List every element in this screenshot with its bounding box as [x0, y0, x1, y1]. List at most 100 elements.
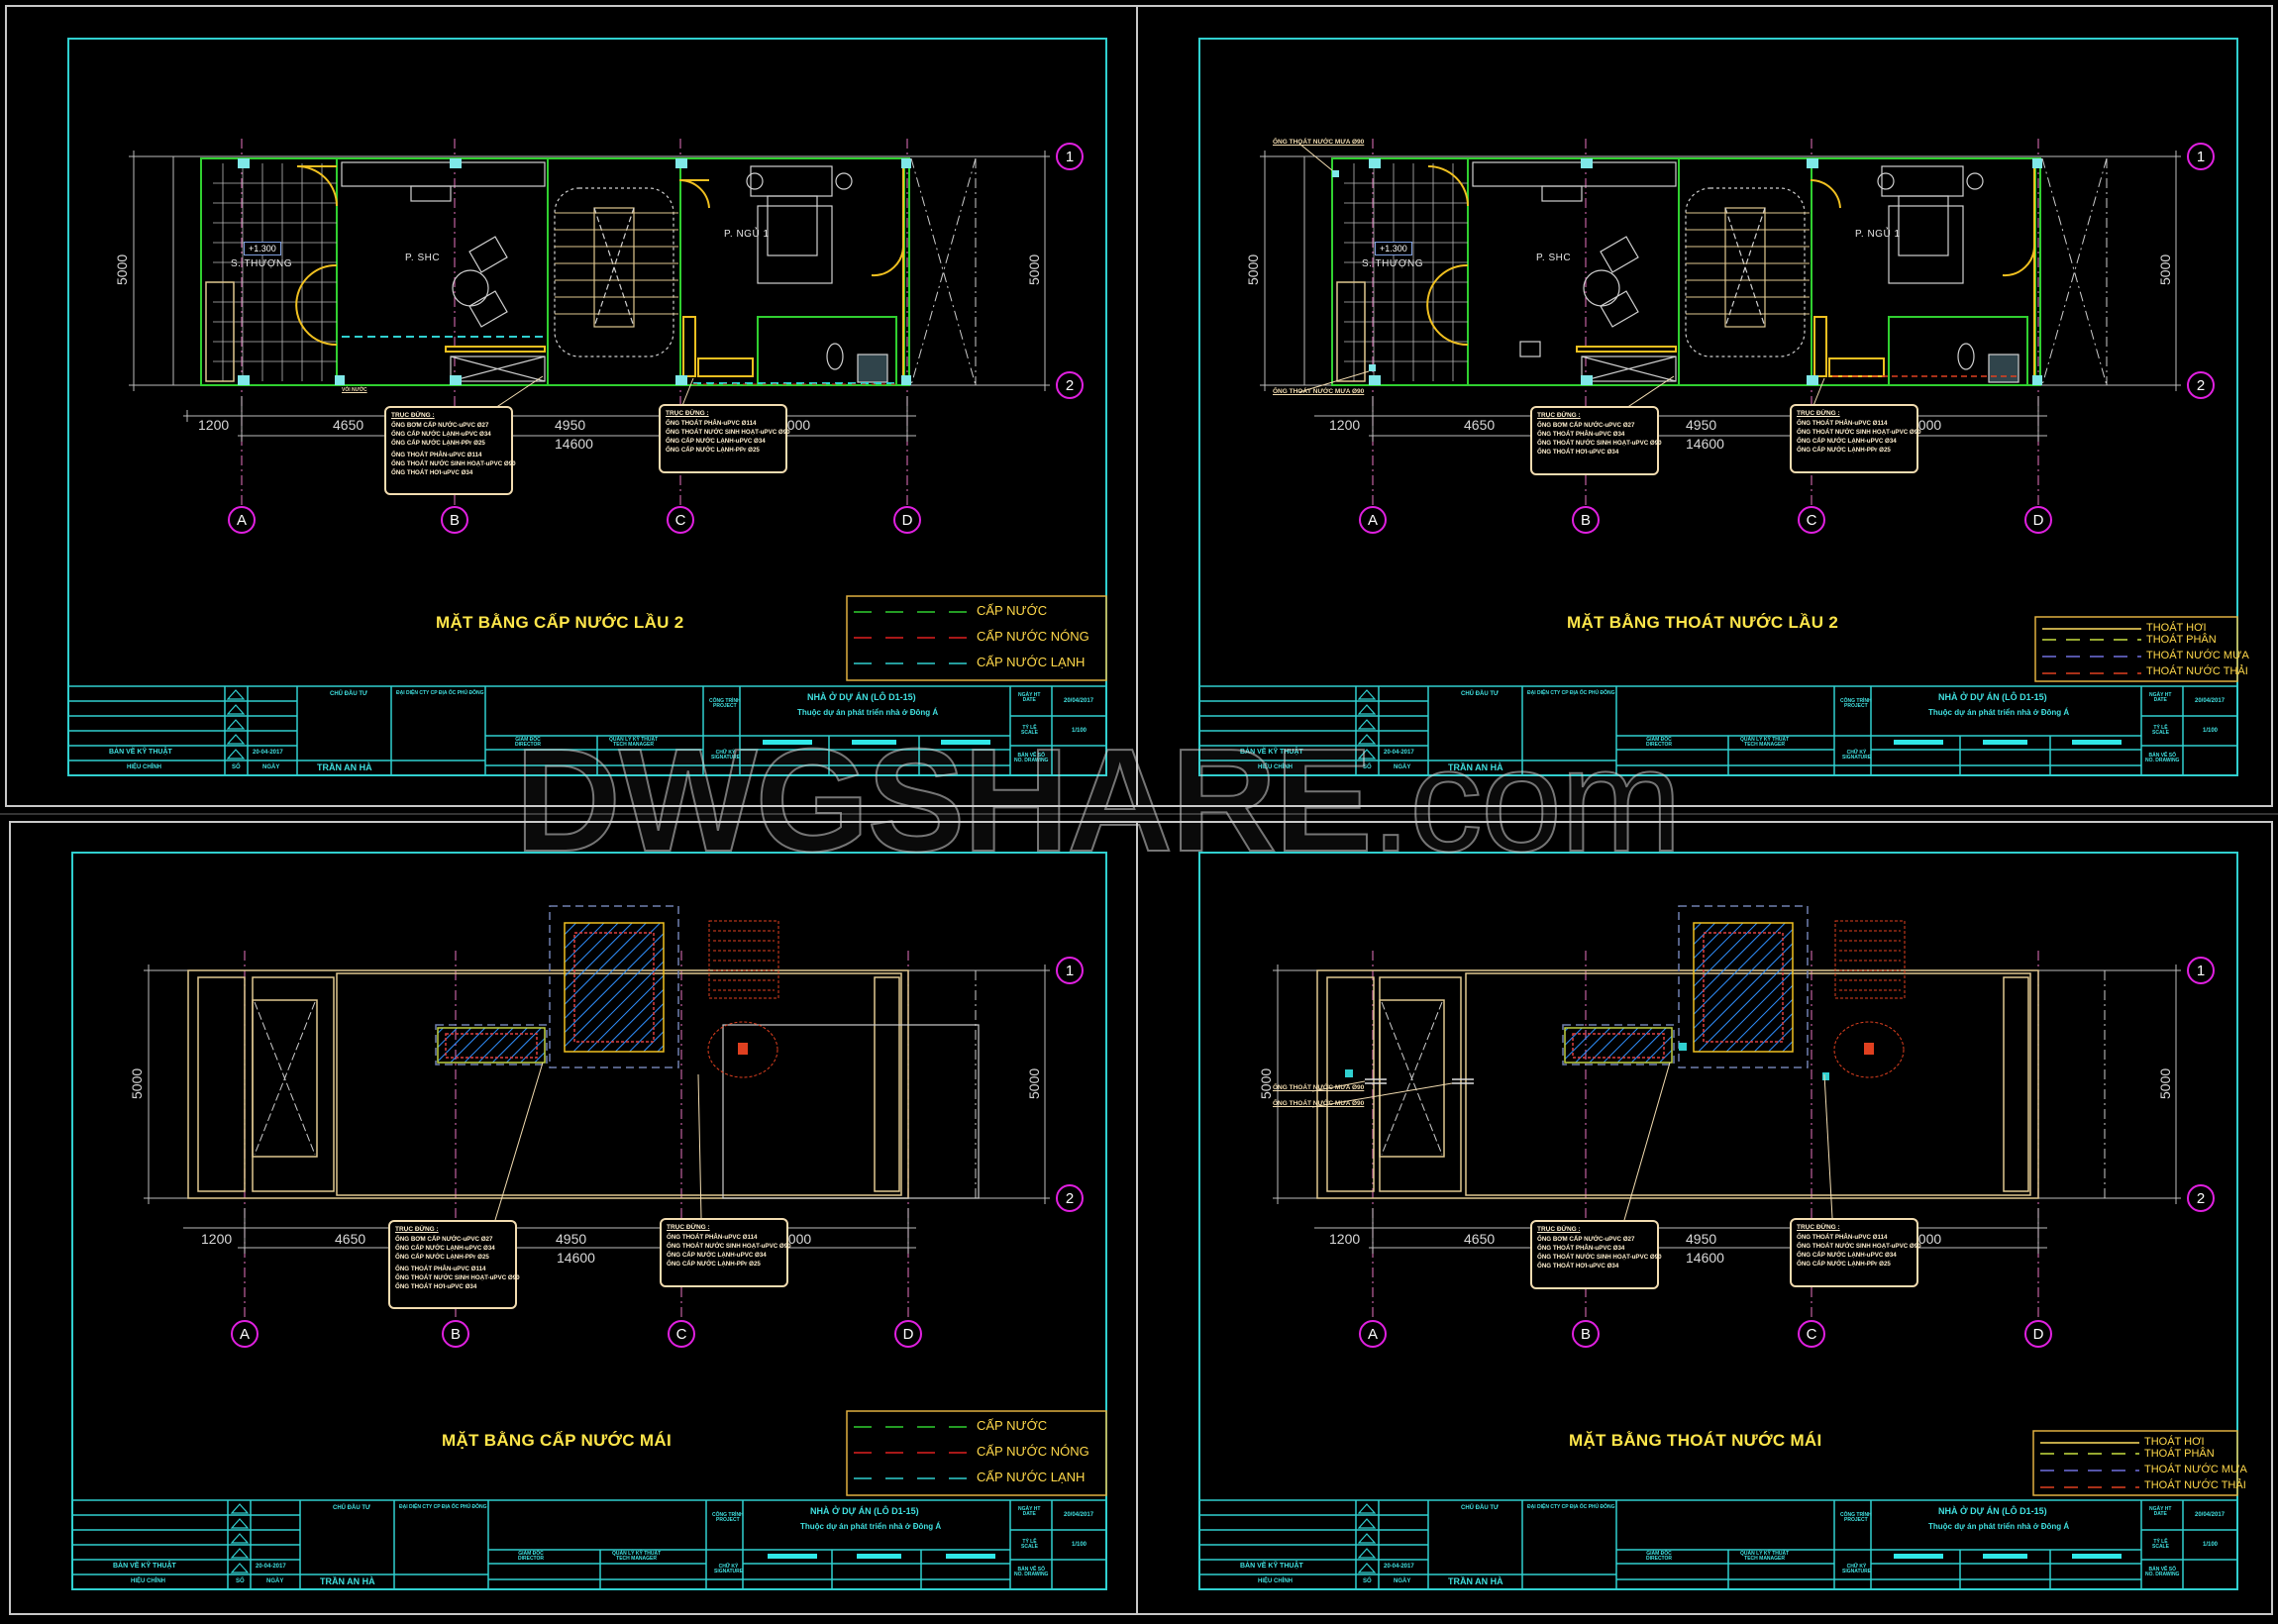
tb-doc-type: BẢN VẼ KỸ THUẬT: [113, 1563, 176, 1570]
riser-note-right: TRỤC ĐỨNG : ỐNG THOÁT PHÂN-uPVC Ø114 ỐNG…: [1790, 1218, 1921, 1287]
tb-date-value: 20/04/2017: [2195, 1512, 2226, 1518]
tb-doc-type: BẢN VẼ KỸ THUẬT: [109, 749, 172, 756]
tb-date-value: 20/04/2017: [1064, 698, 1094, 704]
tb-no-label: SỐ: [1363, 764, 1372, 770]
dim-vertical-left: 5000: [1258, 1067, 1274, 1099]
grid-bubble-d: D: [893, 506, 921, 534]
dim-1200: 1200: [1329, 417, 1361, 433]
grid-bubble-2: 2: [2187, 1184, 2215, 1212]
grid-bubble-b: B: [441, 506, 468, 534]
dim-total: 14600: [557, 1250, 595, 1266]
dim-1200: 1200: [201, 1231, 233, 1247]
tb-owner-name: TRẦN AN HÀ: [1448, 1576, 1503, 1586]
grid-bubble-d: D: [2024, 1320, 2052, 1348]
riser-note-left: TRỤC ĐỨNG : ỐNG BƠM CẤP NƯỚC-uPVC Ø27 ỐN…: [388, 1220, 520, 1309]
tb-date-value: 20/04/2017: [1064, 1512, 1094, 1518]
dim-4650: 4650: [1464, 417, 1496, 433]
tb-project-label: CÔNG TRÌNH PROJECT: [1840, 1512, 1872, 1523]
grid-bubble-1: 1: [2187, 143, 2215, 170]
tb-revision-label: HIỆU CHỈNH: [1258, 764, 1294, 770]
tb-date-value: 20/04/2017: [2195, 698, 2226, 704]
tb-date-label: NGÀY: [262, 764, 280, 770]
roof-plan-drawing: [71, 852, 1107, 1590]
legend-label-vent: THOÁT HƠI: [2146, 622, 2207, 634]
grid-bubble-a: A: [228, 506, 256, 534]
tb-scale-value: 1/100: [2203, 728, 2219, 734]
tb-tech-manager-label: QUẢN LÝ KỸ THUẬT TECH MANAGER: [1740, 737, 1790, 748]
tb-project-label: CÔNG TRÌNH PROJECT: [712, 1512, 744, 1523]
tb-signature-label: CHỮ KÝ SIGNATURE: [1842, 750, 1872, 761]
sheet-drain-roof: 5000 5000 1200 4650 4950 5000 14600 ỐNG …: [1139, 812, 2278, 1624]
tb-owner-label: CHỦ ĐẦU TƯ: [333, 1505, 370, 1511]
tb-date-label-right: NGÀY HT DATE: [1018, 692, 1041, 703]
dim-1200: 1200: [198, 417, 230, 433]
tb-no-label: SỐ: [236, 1578, 245, 1584]
tb-drawing-no-label: BẢN VẼ SỐ NO. DRAWING: [2145, 1567, 2180, 1577]
tb-drawing-no-label: BẢN VẼ SỐ NO. DRAWING: [1014, 753, 1049, 763]
legend-label-waste: THOÁT NƯỚC THẢI: [2144, 1479, 2246, 1491]
tb-scale-value: 1/100: [1072, 1542, 1087, 1548]
legend-label-supply: CẤP NƯỚC: [977, 603, 1048, 618]
tb-project-name: NHÀ Ở DỰ ÁN (LÔ D1-15): [810, 1506, 919, 1516]
tb-owner-rep-label: ĐẠI DIỆN CTY CP ĐỊA ỐC PHÚ ĐÔNG: [1527, 1504, 1615, 1510]
dim-4950: 4950: [555, 417, 586, 433]
grid-bubble-c: C: [1798, 506, 1825, 534]
dim-vertical-left: 5000: [1245, 254, 1261, 285]
tb-owner-rep-label: ĐẠI DIỆN CTY CP ĐỊA ỐC PHÚ ĐÔNG: [399, 1504, 487, 1510]
tb-scale-value: 1/100: [1072, 728, 1087, 734]
sheet-drain-floor2: 5000 5000 1200 4650 4950 5000 14600 +1.3…: [1139, 0, 2278, 812]
dim-vertical-right: 5000: [1026, 254, 1042, 285]
tb-project-name: NHÀ Ở DỰ ÁN (LÔ D1-15): [1938, 692, 2047, 702]
legend-label-rain: THOÁT NƯỚC MƯA: [2146, 650, 2249, 661]
sheet-supply-floor2: 5000 5000 1200 4650 4950 5000 14600 +1.3…: [0, 0, 1139, 812]
legend-label-cold: CẤP NƯỚC LẠNH: [977, 655, 1086, 669]
sheet-title: MẶT BẰNG CẤP NƯỚC LẦU 2: [436, 613, 684, 632]
tb-revision-date: 20-04-2017: [1384, 750, 1414, 756]
valve-label: VÒI NƯỚC: [342, 387, 367, 393]
tb-date-label-right: NGÀY HT DATE: [2149, 692, 2172, 703]
tb-project-name: NHÀ Ở DỰ ÁN (LÔ D1-15): [1938, 1506, 2047, 1516]
room-label-living: P. SHC: [405, 253, 441, 263]
riser-note-right: TRỤC ĐỨNG : ỐNG THOÁT PHÂN-uPVC Ø114 ỐNG…: [659, 404, 790, 473]
tb-owner-name: TRẦN AN HÀ: [320, 1576, 375, 1586]
tb-revision-date: 20-04-2017: [1384, 1564, 1414, 1570]
riser-note-left: TRỤC ĐỨNG : ỐNG BƠM CẤP NƯỚC-uPVC Ø27 ỐN…: [1530, 1220, 1662, 1289]
tb-owner-label: CHỦ ĐẦU TƯ: [1461, 1505, 1499, 1511]
tb-signature-label: CHỮ KÝ SIGNATURE: [1842, 1564, 1872, 1574]
tb-scale-label: TỶ LỆ SCALE: [2152, 725, 2169, 736]
dim-vertical-right: 5000: [1026, 1067, 1042, 1099]
grid-bubble-c: C: [1798, 1320, 1825, 1348]
dim-4650: 4650: [335, 1231, 366, 1247]
legend-label-vent: THOÁT HƠI: [2144, 1436, 2205, 1448]
tb-scale-label: TỶ LỆ SCALE: [1021, 725, 1038, 736]
tb-signature-label: CHỮ KÝ SIGNATURE: [711, 750, 741, 761]
grid-bubble-a: A: [1359, 506, 1387, 534]
tb-revision-label: HIỆU CHỈNH: [131, 1578, 166, 1584]
room-label-living: P. SHC: [1536, 253, 1572, 263]
room-label-bedroom: P. NGỦ 1: [1855, 229, 1901, 240]
legend-label-sewage: THOÁT PHÂN: [2144, 1448, 2215, 1460]
sheet-title: MẶT BẰNG CẤP NƯỚC MÁI: [442, 1431, 672, 1450]
grid-bubble-c: C: [667, 506, 694, 534]
tb-revision-date: 20-04-2017: [253, 750, 283, 756]
tb-drawing-no-label: BẢN VẼ SỐ NO. DRAWING: [2145, 753, 2180, 763]
tb-signature-label: CHỮ KÝ SIGNATURE: [714, 1564, 744, 1574]
legend-label-waste: THOÁT NƯỚC THẢI: [2146, 665, 2248, 677]
tb-doc-type: BẢN VẼ KỸ THUẬT: [1240, 1563, 1303, 1570]
floor-plan-drawing: [1198, 38, 2238, 776]
tb-owner-rep-label: ĐẠI DIỆN CTY CP ĐỊA ỐC PHÚ ĐÔNG: [1527, 690, 1615, 696]
riser-note-right: TRỤC ĐỨNG : ỐNG THOÁT PHÂN-uPVC Ø114 ỐNG…: [1790, 404, 1921, 473]
dim-4950: 4950: [1686, 417, 1717, 433]
tb-project-label: CÔNG TRÌNH PROJECT: [709, 698, 741, 709]
tb-date-label: NGÀY: [1394, 1578, 1411, 1584]
grid-bubble-a: A: [231, 1320, 259, 1348]
tb-revision-label: HIỆU CHỈNH: [127, 764, 162, 770]
tb-project-sub: Thuộc dự án phát triển nhà ở Đông Á: [1928, 708, 2070, 717]
grid-bubble-2: 2: [2187, 371, 2215, 399]
dim-vertical-left: 5000: [114, 254, 130, 285]
tb-revision-date: 20-04-2017: [256, 1564, 286, 1570]
grid-bubble-c: C: [668, 1320, 695, 1348]
tb-revision-label: HIỆU CHỈNH: [1258, 1578, 1294, 1584]
dim-4950: 4950: [1686, 1231, 1717, 1247]
roof-plan-drawing: [1198, 852, 2238, 1590]
